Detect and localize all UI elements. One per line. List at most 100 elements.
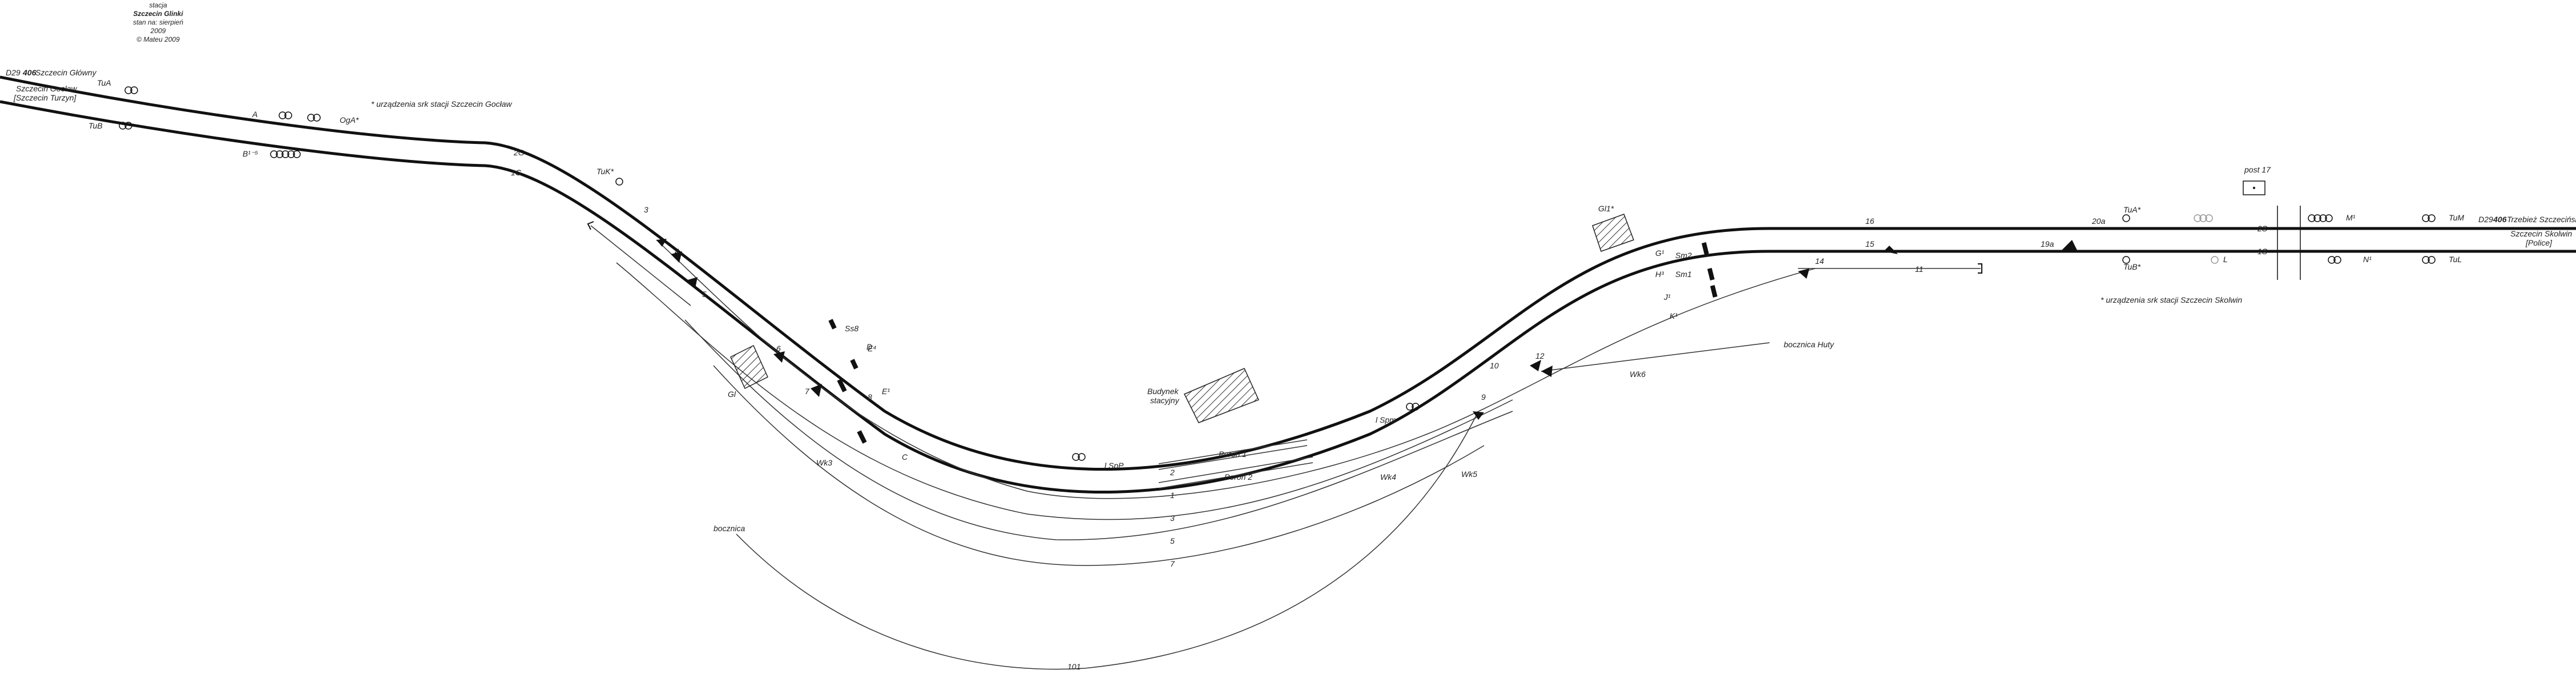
wk3-label: Wk3 (816, 458, 832, 467)
main-track-2 (0, 75, 2576, 471)
joint-marker-6 (1707, 268, 1715, 280)
post17-box (2243, 180, 2265, 195)
right-endpoint-station: Trzebież Szczeciński (2507, 215, 2576, 224)
left-endpoint-below-1: Szczecin Gocław (16, 84, 77, 93)
signal-spp-head (1072, 453, 1080, 461)
signal-tul-head (2422, 256, 2430, 264)
switch-7 (811, 384, 822, 397)
state-line: stan na: sierpień 2009 (132, 18, 184, 35)
signal-label-b: B¹⁻⁵ (243, 149, 258, 158)
left-endpoint-station: Szczecin Główny (35, 68, 97, 77)
joint-marker-1 (828, 319, 837, 330)
signal-label-tuk: TuK* (596, 167, 614, 176)
signal-tub-r-head (2122, 256, 2130, 264)
signal-label-tum: TuM (2449, 213, 2464, 222)
station-track-3 (616, 262, 1513, 520)
signal-gray-head-2 (2211, 256, 2219, 264)
joint-marker-5 (1702, 242, 1709, 255)
signal-oga-head (307, 114, 315, 122)
track-label-3: 3 (1170, 513, 1175, 523)
signal-label-n: N¹ (2363, 255, 2372, 264)
signal-tuk-head (615, 178, 623, 186)
station-header: stacja Szczecin Glinki stan na: sierpień… (127, 1, 190, 44)
platform-2 (1158, 456, 1313, 489)
switch-label-8: 8 (868, 392, 872, 402)
right-note: * urządzenia srk stacji Szczecin Skolwin (2101, 295, 2242, 304)
switch-label-15: 15 (1865, 239, 1874, 248)
signal-b-head (270, 150, 278, 158)
switch-label-4: 4 (675, 247, 679, 256)
joint-marker-7 (1710, 285, 1718, 298)
signal-label-h: H³ (1655, 270, 1664, 279)
switch-label-7: 7 (805, 387, 810, 396)
right-endpoint-below-1: Szczecin Skolwin (2510, 229, 2572, 238)
station-track-5 (684, 319, 1513, 540)
building-label-1: Budynek (1147, 387, 1179, 396)
station-track-1 (656, 239, 1816, 499)
switch-label-3: 3 (644, 205, 648, 214)
siding-huty-label: bocznica Huty (1784, 340, 1835, 349)
switch-label-9: 9 (1481, 392, 1486, 402)
left-endpoint-below-2: [Szczecin Turzyn] (13, 93, 77, 102)
station-name: Szczecin Glinki (133, 10, 183, 18)
switch-label-5: 5 (702, 290, 707, 299)
station-building (1183, 368, 1260, 423)
switch-5 (688, 277, 698, 288)
track-label-11: 11 (1915, 264, 1924, 274)
track-label-2s: 2S (2257, 224, 2268, 233)
left-note: * urządzenia srk stacji Szczecin Gocław (371, 99, 513, 109)
signal-label-tua: TuA (97, 78, 111, 87)
track-label-5: 5 (1170, 536, 1175, 545)
signal-label-spp: l SpP (1104, 461, 1124, 470)
signal-label-sm2: Sm2 (1675, 251, 1692, 260)
signal-label-tub-r: TuB* (2123, 262, 2141, 271)
switch-label-12: 12 (1535, 351, 1545, 360)
signal-label-spm: l Spm (1376, 415, 1396, 424)
track-label-1s: 1S (2257, 247, 2268, 256)
switch-label-16: 16 (1865, 216, 1874, 226)
signal-tub-head (119, 122, 127, 130)
switch-4 (671, 251, 682, 263)
switch-9 (1473, 411, 1484, 420)
signal-label-tul: TuL (2449, 255, 2462, 264)
signal-tua-head (124, 86, 132, 94)
signal-m-head (2308, 214, 2316, 222)
wk4-label: Wk4 (1380, 472, 1396, 482)
switch-label-6: 6 (776, 344, 781, 353)
signal-label-m: M¹ (2346, 213, 2356, 222)
switch-19a (2061, 240, 2078, 251)
siding-track-101 (736, 411, 1479, 670)
signal-label-d: D (866, 342, 872, 351)
track-label-101: 101 (1067, 662, 1081, 671)
copyright: © Mateu 2009 (136, 35, 180, 43)
buffer-stop-right (1978, 263, 1982, 274)
platform-1 (1158, 439, 1308, 470)
switch-label-10: 10 (1490, 361, 1499, 370)
switch-12 (1541, 366, 1553, 377)
signal-tua-r-head (2122, 214, 2130, 222)
signal-label-g: G¹ (1655, 248, 1664, 258)
signal-label-j: J¹ (1663, 292, 1671, 302)
signal-spm-head (1406, 403, 1414, 411)
buffer-stop-left (587, 221, 594, 230)
box-right-label: Gl1* (1598, 204, 1614, 213)
station-track-7 (713, 365, 1485, 566)
siding-huty (1541, 342, 1770, 372)
main-track-1 (0, 100, 2576, 494)
right-endpoint-line: 406 (2493, 215, 2507, 224)
siding-label: bocznica (713, 524, 745, 533)
switch-label-20a: 20a (2091, 216, 2106, 226)
track-label-1: 1 (1170, 491, 1175, 500)
signal-tum-head (2422, 214, 2430, 222)
switch-10 (1530, 360, 1541, 371)
signal-n-head (2328, 256, 2336, 264)
joint-marker-3 (837, 379, 847, 392)
box-left-label: Gl (728, 390, 736, 399)
signal-label-e1: E¹ (882, 387, 890, 396)
track-label-2g: 2G (513, 148, 525, 157)
signal-box-left (730, 344, 768, 390)
signal-a-head (279, 111, 287, 119)
wk6-label: Wk6 (1630, 370, 1646, 379)
switch-6 (773, 351, 785, 363)
